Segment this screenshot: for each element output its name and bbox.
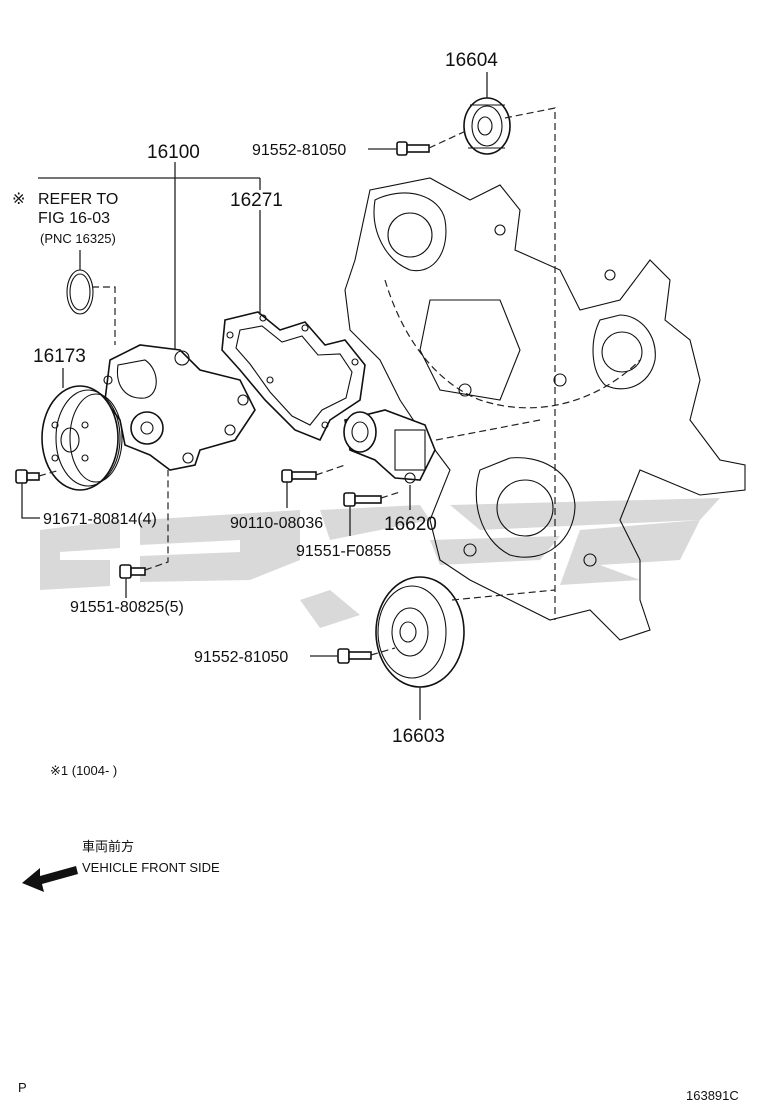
front-side-japanese: 車両前方 <box>82 839 134 854</box>
gasket-16271 <box>221 311 366 442</box>
bolt-91552-top <box>396 141 430 156</box>
front-side-english: VEHICLE FRONT SIDE <box>82 860 220 875</box>
idler-pulley-16603 <box>375 576 465 688</box>
callout-91671[interactable]: 91671-80814(4) <box>43 511 157 528</box>
figure-code: 163891C <box>686 1088 739 1103</box>
ref-note-line2[interactable]: FIG 16-03 <box>38 210 110 227</box>
callout-16603[interactable]: 16603 <box>392 726 445 747</box>
dash-91551-80825 <box>144 470 169 571</box>
bolt-90110 <box>281 469 317 483</box>
idler-pulley-16604 <box>463 97 511 155</box>
callout-16271[interactable]: 16271 <box>230 190 283 211</box>
callout-16173[interactable]: 16173 <box>33 346 86 367</box>
tensioner-16620 <box>343 409 436 484</box>
leader-91671 <box>21 483 40 519</box>
bracket-16100-16271 <box>38 162 261 350</box>
callout-91551-80825[interactable]: 91551-80825(5) <box>70 599 184 616</box>
dash-91671 <box>38 469 61 477</box>
dash-90110 <box>315 464 346 476</box>
front-direction-arrow-icon <box>22 866 78 892</box>
timing-cover <box>344 177 746 641</box>
date-note: ※1 (1004- ) <box>50 763 117 778</box>
bolt-91551-f0855 <box>343 492 382 507</box>
water-pump-16100 <box>103 344 256 471</box>
ref-note-line3: (PNC 16325) <box>40 231 116 246</box>
dash-91552-bottom <box>370 647 396 656</box>
callout-91552-bottom[interactable]: 91552-81050 <box>194 649 288 666</box>
dash-91551-f0855 <box>380 491 401 499</box>
corner-left-mark: P <box>18 1080 27 1095</box>
bolt-91551-80825 <box>119 564 146 579</box>
dash-16603 <box>451 589 556 601</box>
o-ring-gasket <box>66 269 94 315</box>
callout-91552-top[interactable]: 91552-81050 <box>252 142 346 159</box>
callout-16620[interactable]: 16620 <box>384 514 437 535</box>
watermark-logo <box>40 498 720 628</box>
callout-90110[interactable]: 90110-08036 <box>230 515 323 532</box>
dash-91552-top <box>428 129 469 149</box>
callout-91551-f0855[interactable]: 91551-F0855 <box>296 543 391 560</box>
dash-o-ring <box>92 286 116 345</box>
pump-pulley-16173 <box>41 385 123 491</box>
bolt-91552-bottom <box>337 648 372 664</box>
ref-note-mark: ※ <box>12 191 25 208</box>
callout-16604[interactable]: 16604 <box>445 50 498 71</box>
ref-note-line1: REFER TO <box>38 191 118 208</box>
callout-16100[interactable]: 16100 <box>147 142 200 163</box>
dash-16604 <box>504 107 556 620</box>
bolt-91671 <box>15 469 40 484</box>
dash-16620 <box>435 419 541 441</box>
